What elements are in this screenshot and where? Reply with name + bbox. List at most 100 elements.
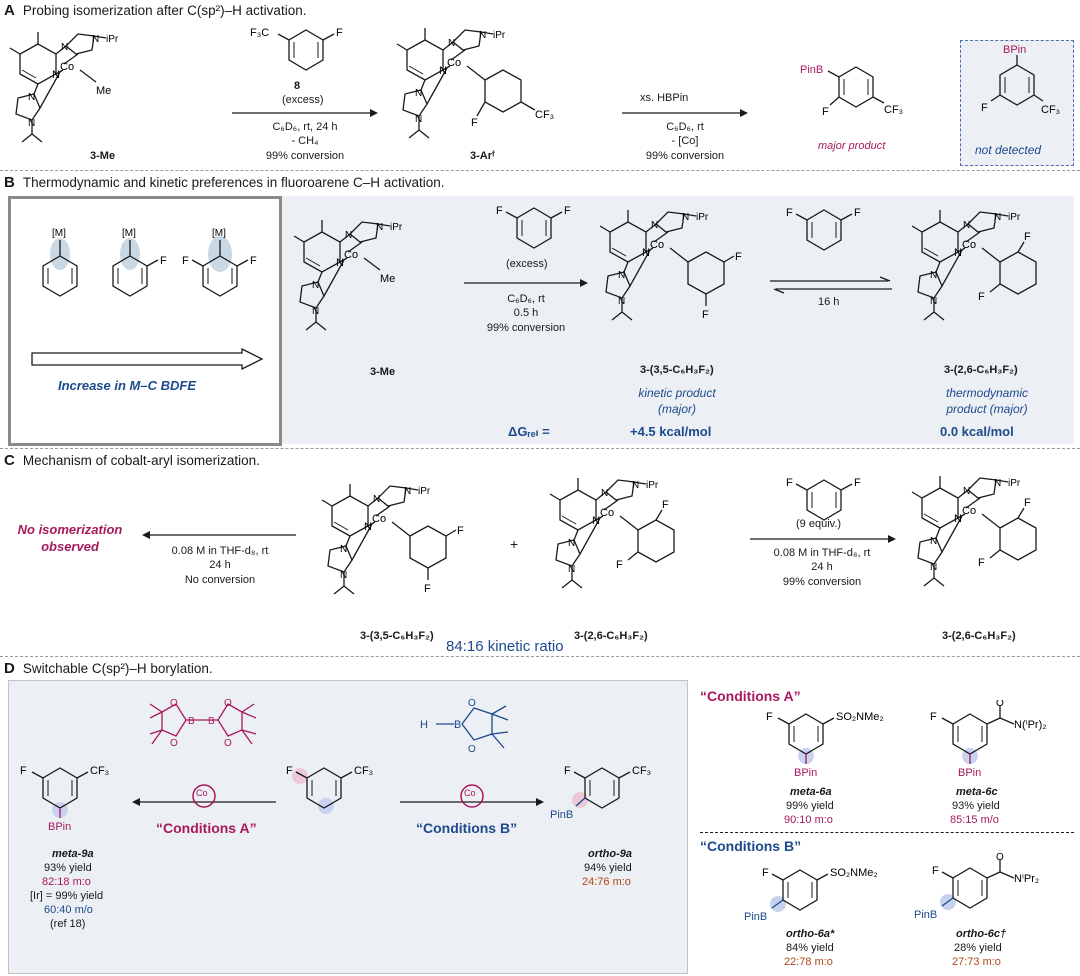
reagent-8: F₃C F — [250, 27, 343, 71]
panel-b-shaded — [282, 196, 1074, 444]
complex-kinetic — [599, 209, 743, 322]
not-detected-label: not detected — [975, 143, 1042, 157]
svg-text:B: B — [188, 716, 195, 727]
dg-thermo: 0.0 kcal/mol — [940, 424, 1014, 439]
svg-text:CF₃: CF₃ — [535, 109, 554, 121]
ortho-6c-ratio: 27:73 m:o — [952, 956, 1001, 968]
svg-text:SO₂NMe₂: SO₂NMe₂ — [830, 867, 878, 879]
svg-text:N(ⁱPr)₂: N(ⁱPr)₂ — [1014, 719, 1047, 731]
label-3arf: 3-Arᶠ — [470, 150, 495, 162]
svg-text:O: O — [170, 698, 178, 709]
svg-text:BPin: BPin — [958, 767, 981, 779]
svg-text:F: F — [496, 205, 503, 217]
arrow-a1 — [232, 109, 378, 117]
substrate-d: F CF₃ — [286, 765, 373, 814]
svg-text:PinB: PinB — [914, 909, 937, 921]
svg-text:O: O — [468, 698, 476, 709]
difluorobenzene-b: F F — [496, 205, 571, 249]
svg-text:O: O — [996, 700, 1004, 709]
ortho-6a-ratio: 22:78 m:o — [784, 956, 833, 968]
hbpin: H B O O — [420, 698, 509, 755]
ortho-6a-yield: 84% yield — [786, 942, 834, 954]
meta-9a-ratio: 82:18 m:o — [42, 876, 91, 888]
conditions-a2: C₆D₆, rt - [Co] 99% conversion — [645, 121, 725, 162]
svg-text:F: F — [930, 711, 937, 723]
cond-a-header: “Conditions A” — [700, 688, 801, 704]
meta-6c-yield: 93% yield — [952, 800, 1000, 812]
meta-9a-ir-ratio: 60:40 m/o — [44, 904, 93, 916]
svg-text:F: F — [20, 765, 27, 777]
svg-text:CF₃: CF₃ — [632, 765, 651, 777]
svg-text:F: F — [762, 867, 769, 879]
meta-6a-yield: 99% yield — [786, 800, 834, 812]
meta-9a-ref: (ref 18) — [50, 918, 86, 930]
svg-text:F: F — [766, 711, 773, 723]
nd-structure: BPin F CF₃ — [981, 44, 1060, 116]
complex-c-35 — [321, 483, 465, 596]
major-product-label: major product — [818, 140, 886, 152]
meta-6c-ratio: 85:15 m/o — [950, 814, 999, 826]
ortho-6a-structure: F SO₂NMe₂ PinB — [744, 867, 878, 923]
difluorobenzene-c: F F — [786, 477, 861, 521]
reagent-8-note: (excess) — [282, 94, 324, 106]
svg-text:CF₃: CF₃ — [90, 765, 109, 777]
divider-b — [0, 448, 1080, 449]
svg-text:F: F — [564, 205, 571, 217]
ortho-6c-yield: 28% yield — [954, 942, 1002, 954]
svg-text:NⁱPr₂: NⁱPr₂ — [1014, 873, 1039, 885]
svg-text:F: F — [250, 255, 257, 267]
reagent-8-label: 8 — [294, 80, 301, 92]
label-c-mol1: 3-(3,5-C₆H₃F₂) — [360, 630, 434, 642]
meta-9a-ir: [Ir] = 99% yield — [30, 890, 104, 902]
svg-text:O: O — [224, 698, 232, 709]
ortho-9a-yield: 94% yield — [584, 862, 632, 874]
complex-3arf: F CF₃ — [396, 27, 554, 139]
svg-text:CF₃: CF₃ — [1041, 104, 1060, 116]
meta-6c-structure: F O N(ⁱPr)₂ BPin — [930, 700, 1047, 779]
divider-d-right — [700, 832, 1074, 833]
svg-text:F: F — [160, 255, 167, 267]
svg-text:F: F — [981, 102, 988, 114]
reagent-b-note: (excess) — [506, 258, 548, 270]
svg-text:PinB: PinB — [550, 809, 573, 821]
svg-text:SO₂NMe₂: SO₂NMe₂ — [836, 711, 884, 723]
bdfe-rings: [M] [M] F [M] F F — [42, 228, 257, 297]
svg-text:BPin: BPin — [48, 821, 71, 833]
svg-text:PinB: PinB — [800, 64, 823, 76]
svg-text:O: O — [468, 744, 476, 755]
svg-text:O: O — [996, 852, 1004, 863]
equilibrium-arrows — [770, 276, 892, 294]
bdfe-arrow — [31, 348, 264, 370]
ortho-9a-name: ortho-9a — [588, 848, 632, 860]
label-3me-b: 3-Me — [370, 366, 396, 378]
meta-6a-ratio: 90:10 m:o — [784, 814, 833, 826]
meta-9a-structure: F CF₃ BPin — [20, 765, 109, 833]
svg-text:[M]: [M] — [212, 228, 226, 239]
meta-9a-name: meta-9a — [52, 848, 94, 860]
not-detected-box: BPin F CF₃ not detected — [960, 40, 1074, 166]
reagent-c-note: (9 equiv.) — [796, 518, 842, 530]
svg-text:F: F — [786, 477, 793, 489]
svg-text:[M]: [M] — [122, 228, 136, 239]
conditions-b1: C₆D₆, rt 0.5 h 99% conversion — [486, 293, 566, 334]
b2pin2: O O O O B B — [149, 698, 257, 749]
divider-a — [0, 170, 1080, 171]
svg-text:F: F — [854, 477, 861, 489]
arrow-a2 — [622, 109, 748, 117]
svg-text:F: F — [786, 207, 793, 219]
complex-thermo — [911, 209, 1037, 321]
arrow-c-left — [142, 531, 296, 539]
label-kinetic: 3-(3,5-C₆H₃F₂) — [640, 364, 714, 376]
svg-text:F: F — [286, 765, 293, 777]
svg-text:CF₃: CF₃ — [884, 104, 903, 116]
meta-6a-name: meta-6a — [790, 786, 832, 798]
ortho-9a-ratio: 24:76 m:o — [582, 876, 631, 888]
conditions-c-left: 0.08 M in THF-d₈, rt 24 h No conversion — [171, 545, 269, 586]
svg-text:F: F — [182, 255, 189, 267]
arrow-c-right — [750, 535, 896, 543]
label-thermo: 3-(2,6-C₆H₃F₂) — [944, 364, 1018, 376]
kinetic-ratio: 84:16 kinetic ratio — [446, 638, 564, 655]
ortho-6c-structure: F O NⁱPr₂ PinB — [914, 852, 1039, 921]
